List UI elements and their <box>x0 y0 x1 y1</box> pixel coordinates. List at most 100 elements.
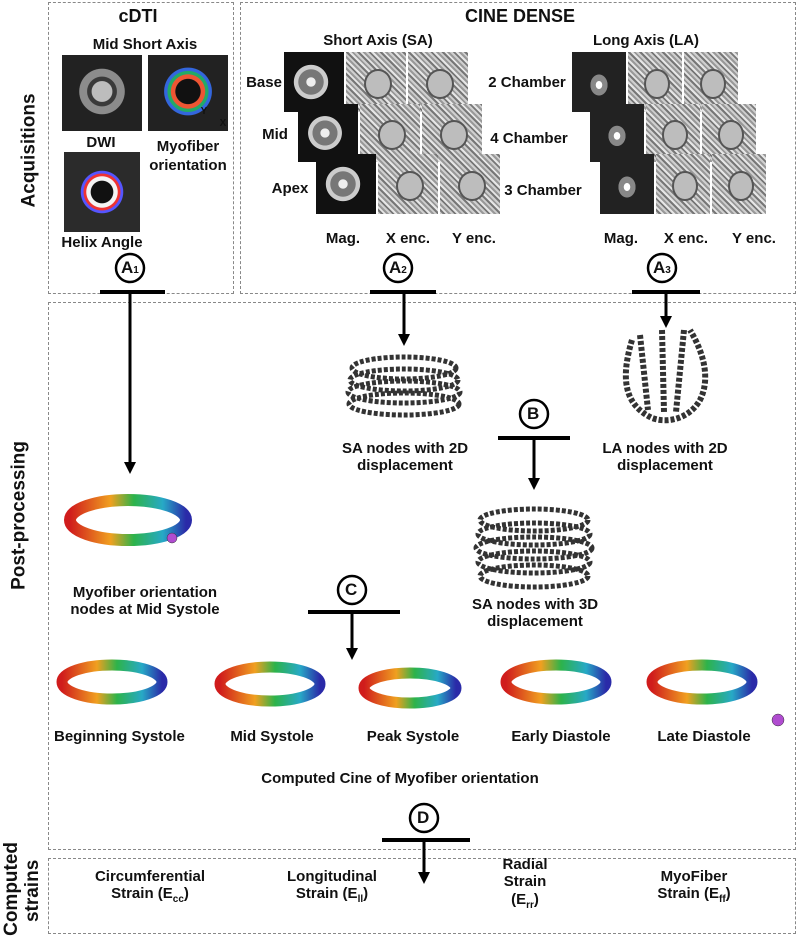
strain-cc-text: Strain (E <box>111 885 173 903</box>
strain-cc-sub: cc <box>172 894 184 906</box>
sa-base-xenc <box>346 52 406 112</box>
strain-rr-line2: Strain <box>503 873 547 891</box>
la-4ch-xenc <box>646 104 700 162</box>
sa-3d-label: SA nodes with 3D displacement <box>460 596 610 631</box>
step-a1-num: 1 <box>133 265 139 276</box>
myofiber-orientation-image <box>148 55 228 131</box>
sa-row-apex: Apex <box>271 180 309 197</box>
strain-ll-text: Strain (E <box>295 885 358 903</box>
strain-cc-line1: Circumferential <box>94 868 206 885</box>
strain-rr-line1: Radial <box>502 856 548 873</box>
phase-peak-systole: Peak Systole <box>366 728 460 745</box>
strain-rr-end: ) <box>533 890 539 908</box>
la-2ch-mag <box>572 52 626 112</box>
cdti-title: cDTI <box>118 6 158 26</box>
step-b-letter: B <box>527 404 540 423</box>
orientation-axis-x: X <box>219 118 227 129</box>
la-col-xenc: X enc. <box>663 230 709 247</box>
strain-ll-sub: ll <box>357 894 364 906</box>
myofiber-orientation-label: Myofiber orientation <box>149 138 227 174</box>
strain-cc-end: ) <box>183 885 189 903</box>
strains-panel <box>48 858 796 934</box>
computed-strains-line1: Computed <box>1 841 23 936</box>
step-a3-a: A <box>653 258 666 277</box>
acquisitions-label: Acquisitions <box>18 93 40 208</box>
strain-cc-line2: Strain (Ecc) <box>80 885 220 906</box>
strain-ll-line2: Strain (Ell) <box>272 885 392 906</box>
sa-mid-mag <box>298 104 358 162</box>
sa-3d-line2: displacement <box>487 613 583 631</box>
sa-col-mag: Mag. <box>325 230 361 247</box>
strain-ff-line1: MyoFiber <box>660 868 728 885</box>
strain-rr-sub: rr <box>526 899 534 911</box>
strain-ff-line2: Strain (Eff) <box>634 885 754 906</box>
step-a3-letter: A3 <box>653 258 671 278</box>
strain-rr-text: (E <box>511 890 527 908</box>
strain-ll-end: ) <box>363 885 369 903</box>
orientation-axis-y: Y <box>200 106 208 117</box>
step-a3-num: 3 <box>665 265 671 276</box>
strain-rr-line3: (Err) <box>490 891 560 912</box>
la-3ch-xenc <box>656 154 710 214</box>
la-4ch-yenc <box>702 104 756 162</box>
sa-2d-line2: displacement <box>357 457 453 475</box>
dwi-label: DWI <box>86 134 116 151</box>
strain-ff-sub: ff <box>719 894 726 906</box>
phase-mid-systole: Mid Systole <box>230 728 314 745</box>
strain-ll-line1: Longitudinal <box>287 868 377 885</box>
sa-row-mid: Mid <box>262 126 288 143</box>
sa-base-yenc <box>408 52 468 112</box>
sa-2d-line1: SA nodes with 2D <box>341 440 469 457</box>
myofiber-nodes-label: Myofiber orientation nodes at Mid Systol… <box>60 584 230 619</box>
step-a2-num: 2 <box>401 265 407 276</box>
sa-apex-xenc <box>378 154 438 214</box>
cine-dense-title: CINE DENSE <box>464 6 576 26</box>
sa-2d-label: SA nodes with 2D displacement <box>330 440 480 475</box>
sa-mid-xenc <box>360 104 420 162</box>
step-a2-a: A <box>389 258 402 277</box>
step-c-letter: C <box>345 580 358 599</box>
la-row-2-chamber: 2 Chamber <box>488 74 566 91</box>
step-a2-letter: A2 <box>389 258 407 278</box>
phase-early-diastole: Early Diastole <box>511 728 611 745</box>
sa-apex-yenc <box>440 154 500 214</box>
la-4ch-mag <box>590 104 644 162</box>
computed-strains-line2: strains <box>22 859 43 923</box>
sa-row-base: Base <box>246 74 282 91</box>
la-2ch-xenc <box>628 52 682 112</box>
step-a1-letter: A1 <box>121 258 139 278</box>
sa-col-yenc: Y enc. <box>452 230 496 247</box>
strain-radial: Radial Strain (Err) <box>490 856 560 911</box>
step-a1-a: A <box>121 258 134 277</box>
cine-dense-panel <box>240 2 796 294</box>
computed-strains-label: Computed strains <box>1 841 44 936</box>
la-row-4-chamber: 4 Chamber <box>490 130 568 147</box>
long-axis-title: Long Axis (LA) <box>592 32 700 49</box>
short-axis-title: Short Axis (SA) <box>323 32 433 49</box>
la-col-mag: Mag. <box>603 230 639 247</box>
step-d-letter: D <box>417 808 430 827</box>
la-2ch-yenc <box>684 52 738 112</box>
sa-mid-yenc <box>422 104 482 162</box>
helix-angle-label: Helix Angle <box>61 234 143 251</box>
la-row-3-chamber: 3 Chamber <box>504 182 582 199</box>
la-col-yenc: Y enc. <box>732 230 776 247</box>
sa-col-xenc: X enc. <box>385 230 431 247</box>
la-3ch-mag <box>600 154 654 214</box>
strain-myofiber: MyoFiber Strain (Eff) <box>634 868 754 906</box>
dwi-image <box>64 152 140 232</box>
cine-caption: Computed Cine of Myofiber orientation <box>261 770 539 787</box>
strain-ff-end: ) <box>725 885 731 903</box>
sa-3d-line1: SA nodes with 3D <box>471 596 599 613</box>
sa-apex-mag <box>316 154 376 214</box>
mid-short-axis-label: Mid Short Axis <box>92 36 198 53</box>
la-2d-label: LA nodes with 2D displacement <box>590 440 740 475</box>
la-3ch-yenc <box>712 154 766 214</box>
myofiber-nodes-line1: Myofiber orientation <box>72 584 218 601</box>
sa-base-mag <box>284 52 344 112</box>
post-processing-panel <box>48 302 796 850</box>
phase-late-diastole: Late Diastole <box>657 728 751 745</box>
myofiber-nodes-line2: nodes at Mid Systole <box>70 601 220 619</box>
strain-ff-text: Strain (E <box>657 885 719 903</box>
strain-longitudinal: Longitudinal Strain (Ell) <box>272 868 392 906</box>
